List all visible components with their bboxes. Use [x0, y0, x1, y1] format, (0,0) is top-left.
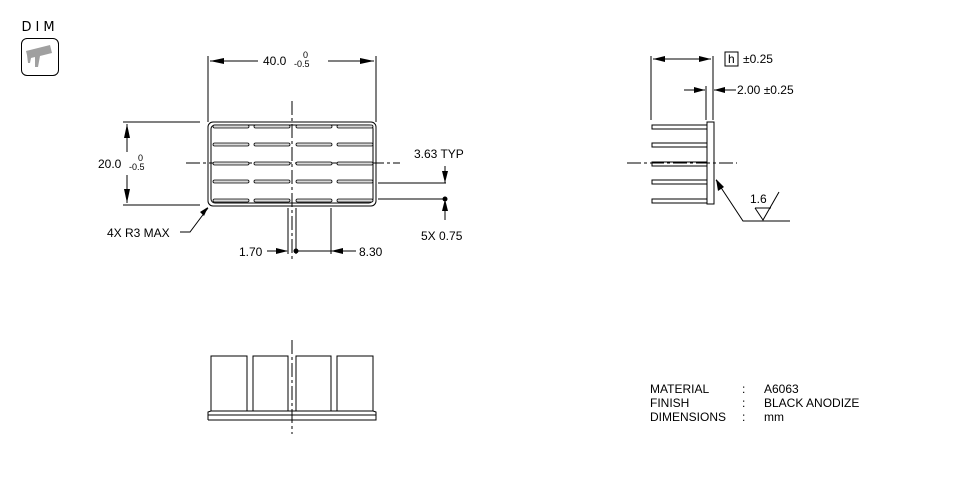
top-view: 40.0 0 -0.5 20.0 0 -0.5 4X R3 MAX: [98, 50, 464, 260]
side-height-tolerance: ±0.25: [743, 52, 773, 66]
fin-thickness-note: 5X 0.75: [421, 229, 463, 243]
height-dim-upper-tol: 0: [138, 153, 143, 163]
drawing-notes: MATERIAL : A6063 FINISH : BLACK ANODIZE …: [650, 382, 859, 424]
side-view: h ±0.25 2.00 ±0.25 1.6: [627, 51, 794, 222]
surface-finish-value: 1.6: [750, 192, 767, 206]
height-dim-nominal: 20.0: [98, 157, 122, 171]
note-material: MATERIAL : A6063: [650, 382, 799, 396]
height-dim-lower-tol: -0.5: [129, 162, 145, 172]
side-height-symbol: h: [728, 52, 735, 66]
fin-pitch-typ: 3.63 TYP: [414, 147, 464, 161]
width-dim-nominal: 40.0: [263, 54, 287, 68]
side-base-dim: 2.00 ±0.25: [737, 83, 794, 97]
dim-tool-label: DIM: [21, 20, 59, 35]
width-dim-lower-tol: -0.5: [294, 59, 310, 69]
note-finish: FINISH : BLACK ANODIZE: [650, 396, 860, 410]
caliper-icon: [21, 38, 59, 76]
note-dimensions: DIMENSIONS : mm: [650, 410, 784, 424]
front-view: [207, 340, 377, 434]
offset-dim-a: 1.70: [239, 245, 263, 259]
width-dim-upper-tol: 0: [303, 50, 308, 60]
corner-radius-note: 4X R3 MAX: [107, 226, 170, 240]
dim-tool-button[interactable]: DIM: [20, 20, 60, 76]
offset-dim-b: 8.30: [359, 245, 383, 259]
